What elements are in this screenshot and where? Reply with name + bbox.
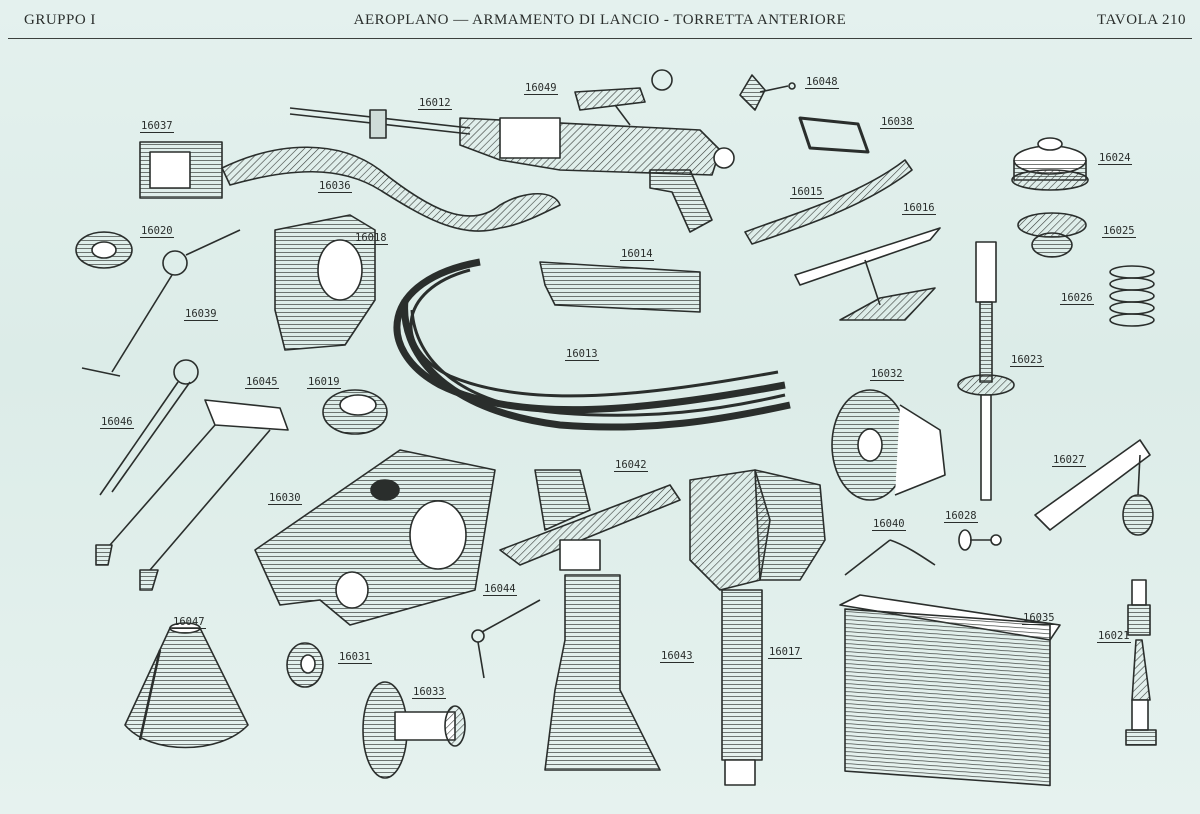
small-plate-drawing [739,74,796,111]
part-label: 16042 [614,459,648,472]
part-label: 16031 [338,651,372,664]
feed-chute-drawing [221,146,561,232]
geared-shaft-drawing [957,241,1015,501]
split-pin-drawing [471,599,541,679]
pin-with-ring-drawing [81,229,241,377]
bevel-gear-drawing [1017,212,1087,258]
part-label: 16018 [354,232,388,245]
part-label: 16030 [268,492,302,505]
long-bolt-drawing [1125,579,1157,746]
part-label: 16019 [307,376,341,389]
coil-spring-drawing [1109,265,1155,327]
part-label: 16026 [1060,292,1094,305]
plate-title: AEROPLANO — ARMAMENTO DI LANCIO - TORRET… [353,12,847,28]
part-label: 16028 [944,510,978,523]
part-label: 16021 [1097,630,1131,643]
lever-arm-drawing [1034,439,1154,536]
part-label: 16023 [1010,354,1044,367]
cotter-pin-drawing [844,539,936,576]
part-label: 16020 [140,225,174,238]
pedestal-base-drawing [544,574,661,771]
ring-collar-drawing [322,389,388,435]
part-label: 16036 [318,180,352,193]
hinge-bracket-drawing [274,214,376,351]
link-plate-drawing [798,116,870,154]
part-label: 16015 [790,186,824,199]
pedal-plate-drawing [794,227,941,321]
rail-segment-drawing [539,261,701,313]
part-label: 16024 [1098,152,1132,165]
washer-bolt-drawing [958,529,1002,551]
part-label: 16014 [620,248,654,261]
part-label: 16025 [1102,225,1136,238]
part-label: 16032 [870,368,904,381]
part-label: 16038 [880,116,914,129]
feed-box-drawing [139,141,223,199]
part-label: 16045 [245,376,279,389]
group-heading: GRUPPO I [24,12,96,28]
part-label: 16016 [902,202,936,215]
part-label: 16012 [418,97,452,110]
part-label: 16048 [805,76,839,89]
part-label: 16013 [565,348,599,361]
part-label: 16040 [872,518,906,531]
part-label: 16039 [184,308,218,321]
plate-number: TAVOLA 210 [1097,12,1186,28]
conical-cover-drawing [124,622,249,749]
safety-pin-drawing [99,359,199,496]
fork-rod-drawing [95,399,289,591]
part-label: 16017 [768,646,802,659]
gear-wheel-drawing [1011,137,1089,191]
turret-housing-drawing [254,449,496,626]
part-label: 16043 [660,650,694,663]
part-label: 16035 [1022,612,1056,625]
part-label: 16027 [1052,454,1086,467]
part-label: 16033 [412,686,446,699]
flanged-shaft-drawing [362,681,466,779]
ring-nut-drawing [75,231,133,269]
part-label: 16037 [140,120,174,133]
saddle-mount-drawing [499,469,681,571]
header-rule [8,38,1192,39]
part-label: 16049 [524,82,558,95]
curved-rail-drawing [393,258,791,431]
part-label: 16046 [100,416,134,429]
drum-cover-drawing [831,389,946,501]
part-label: 16044 [483,583,517,596]
sight-bracket-drawing [574,69,673,126]
machine-gun-drawing [289,107,735,233]
yoke-column-drawing [689,469,826,786]
hex-nut-drawing [286,642,324,688]
part-label: 16047 [172,616,206,629]
chain-drawing [744,159,913,245]
ammunition-box-drawing [839,594,1061,787]
